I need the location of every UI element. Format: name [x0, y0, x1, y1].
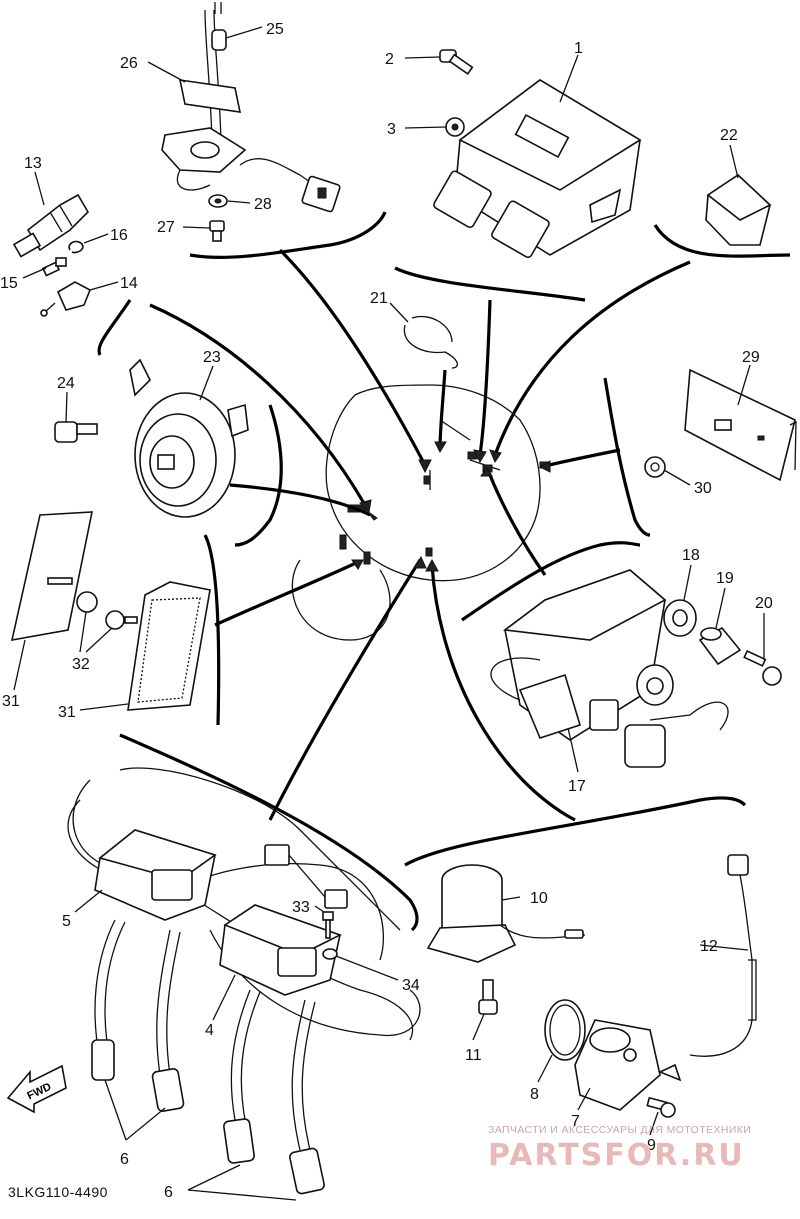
callout-5: 5: [62, 913, 71, 930]
callout-12: 12: [700, 938, 718, 955]
collar-19: [698, 626, 742, 666]
clip-16: [68, 240, 84, 254]
callout-33: 33: [292, 899, 310, 916]
plate-29: [684, 368, 797, 482]
switch-14: [40, 281, 92, 317]
ignition-coil-4: [219, 904, 343, 996]
callout-18: 18: [682, 547, 700, 564]
callout-leaders: [13, 26, 765, 1201]
sensor-plate: [161, 127, 341, 213]
section-dividers: [97, 211, 791, 932]
gasket-26: [178, 79, 242, 113]
screw-9: [646, 1096, 676, 1118]
callout-4: 4: [205, 1022, 214, 1039]
screw-27: [209, 220, 225, 242]
callout-10: 10: [530, 890, 548, 907]
callout-19: 19: [716, 570, 734, 587]
switch-13: [12, 193, 90, 258]
clamp-21: [403, 315, 458, 369]
sensor-25: [204, 2, 227, 141]
callout-11: 11: [465, 1047, 482, 1064]
bolt-24: [54, 421, 98, 443]
callout-22: 22: [720, 127, 738, 144]
callout-2: 2: [385, 51, 394, 68]
callout-6-b: 6: [164, 1184, 173, 1201]
washer-34: [322, 948, 338, 960]
sensor-10: [426, 864, 586, 963]
screw-15: [41, 257, 67, 277]
callout-16: 16: [110, 227, 128, 244]
diagram-code: 3LKG110-4490: [8, 1184, 108, 1200]
callout-26: 26: [120, 55, 138, 72]
watermark-caption: ЗАПЧАСТИ И АКСЕССУАРЫ ДЛЯ МОТОТЕХНИКИ: [488, 1124, 752, 1136]
bolt-20: [743, 649, 782, 686]
relay-22: [705, 173, 772, 246]
callout-21: 21: [370, 290, 388, 307]
callout-24: 24: [57, 375, 75, 392]
callout-32: 32: [72, 656, 90, 673]
o-ring-8: [544, 999, 586, 1061]
nut-30: [644, 456, 666, 478]
screw-33: [322, 911, 334, 939]
ignition-coils: [67, 767, 421, 1041]
callout-8: 8: [530, 1086, 539, 1103]
callout-31-b: 31: [58, 704, 76, 721]
callout-14: 14: [120, 275, 138, 292]
callout-30: 30: [694, 480, 712, 497]
reflector-31-a: [10, 511, 93, 641]
ignition-coil-5: [94, 829, 217, 921]
watermark-logo: PARTSFOR.RU: [488, 1138, 745, 1173]
callout-29: 29: [742, 349, 760, 366]
servo-unit-17: [490, 569, 729, 768]
callout-6-a: 6: [120, 1151, 129, 1168]
callout-20: 20: [755, 595, 773, 612]
leader-lines: [149, 248, 691, 822]
reflector-31-b: [127, 581, 211, 711]
callout-25: 25: [266, 21, 284, 38]
horn-23: [129, 358, 249, 518]
callout-27: 27: [157, 219, 175, 236]
callout-15: 15: [0, 275, 18, 292]
ignitor-unit: [433, 79, 642, 259]
callout-23: 23: [203, 349, 221, 366]
bolt-11: [478, 979, 498, 1015]
connectors: [264, 844, 348, 909]
washer-28: [208, 194, 228, 208]
washer-3: [445, 117, 465, 137]
callout-1: 1: [574, 40, 583, 57]
callout-9: 9: [647, 1137, 656, 1154]
callout-13: 13: [24, 155, 42, 172]
callout-34: 34: [402, 977, 420, 994]
sensor-7: [574, 1019, 661, 1111]
nut-32: [76, 591, 138, 630]
fwd-arrow-icon: FWD: [6, 1064, 67, 1114]
plug-caps-6: [91, 919, 325, 1195]
callout-17: 17: [568, 778, 586, 795]
lead-wire-12: [657, 854, 757, 1082]
frame-outline: [291, 384, 550, 641]
grommet-18: [663, 599, 697, 637]
bolt-2: [439, 49, 474, 76]
callout-31-a: 31: [2, 693, 20, 710]
callout-labels: 1 2 3 4 5 6 6 6 7 8 9 10 11 12 13 14 15 …: [0, 21, 773, 1201]
callout-3: 3: [387, 121, 396, 138]
callout-28: 28: [254, 196, 272, 213]
callout-7: 7: [571, 1113, 580, 1130]
